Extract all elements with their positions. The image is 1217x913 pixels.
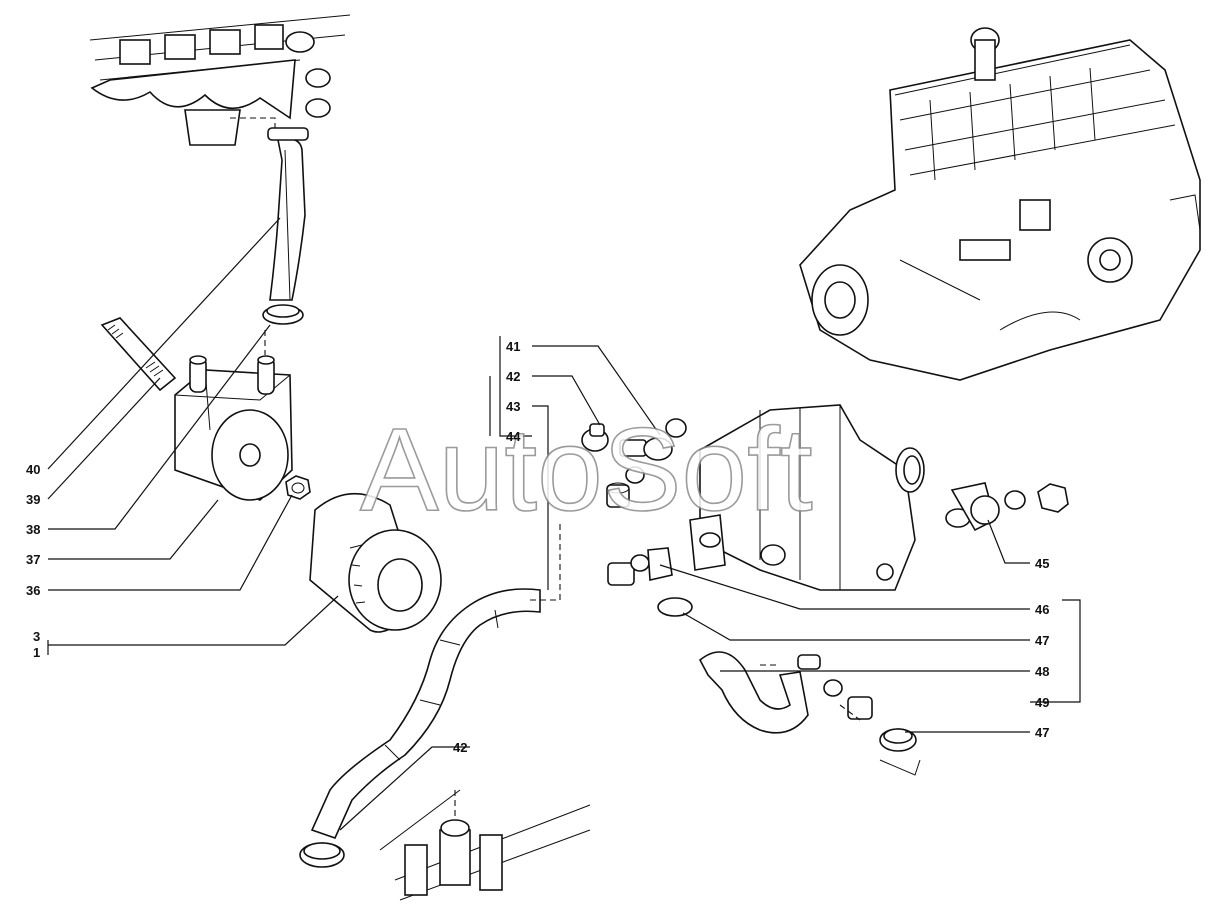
callout-38: 38: [26, 522, 40, 537]
callout-46: 46: [1035, 602, 1049, 617]
callout-41: 41: [506, 339, 520, 354]
callout-47-upper: 47: [1035, 633, 1049, 648]
banjo-fitting-group: [581, 418, 687, 508]
engine-block-fragment-bottom: [379, 789, 591, 901]
callout-37: 37: [26, 552, 40, 567]
callout-44: 44: [506, 429, 521, 444]
callout-43: 43: [506, 399, 520, 414]
leader-lines: [47, 217, 1081, 831]
watermark-text: AutoSoft: [360, 404, 813, 536]
callout-49: 49: [1035, 695, 1049, 710]
callout-42-lower: 42: [453, 740, 467, 755]
callout-45: 45: [1035, 556, 1049, 571]
seal-nut: [285, 475, 311, 500]
callout-39: 39: [26, 492, 40, 507]
lower-right-fitting-group: [607, 547, 921, 776]
callout-42-upper: 42: [506, 369, 520, 384]
callout-labels: 40 39 38 37 36 3 1 41 42 43 44 45 46 47 …: [26, 339, 1049, 755]
callout-3: 3: [33, 629, 40, 644]
callout-48: 48: [1035, 664, 1049, 679]
right-fitting-group: [945, 482, 1069, 532]
callout-36: 36: [26, 583, 40, 598]
alternator-unit: [689, 404, 925, 591]
threaded-fitting: [100, 317, 177, 392]
engine-block-fragment-top: [89, 14, 351, 146]
callout-47-lower: 47: [1035, 725, 1049, 740]
oil-filter: [309, 492, 442, 633]
oil-cooler-housing: [174, 355, 293, 501]
lower-oil-hose: [299, 520, 561, 868]
callout-40: 40: [26, 462, 40, 477]
callout-1: 1: [33, 645, 40, 660]
engine-assembly-illustration: [799, 27, 1201, 381]
upper-oil-hose: [262, 127, 309, 355]
